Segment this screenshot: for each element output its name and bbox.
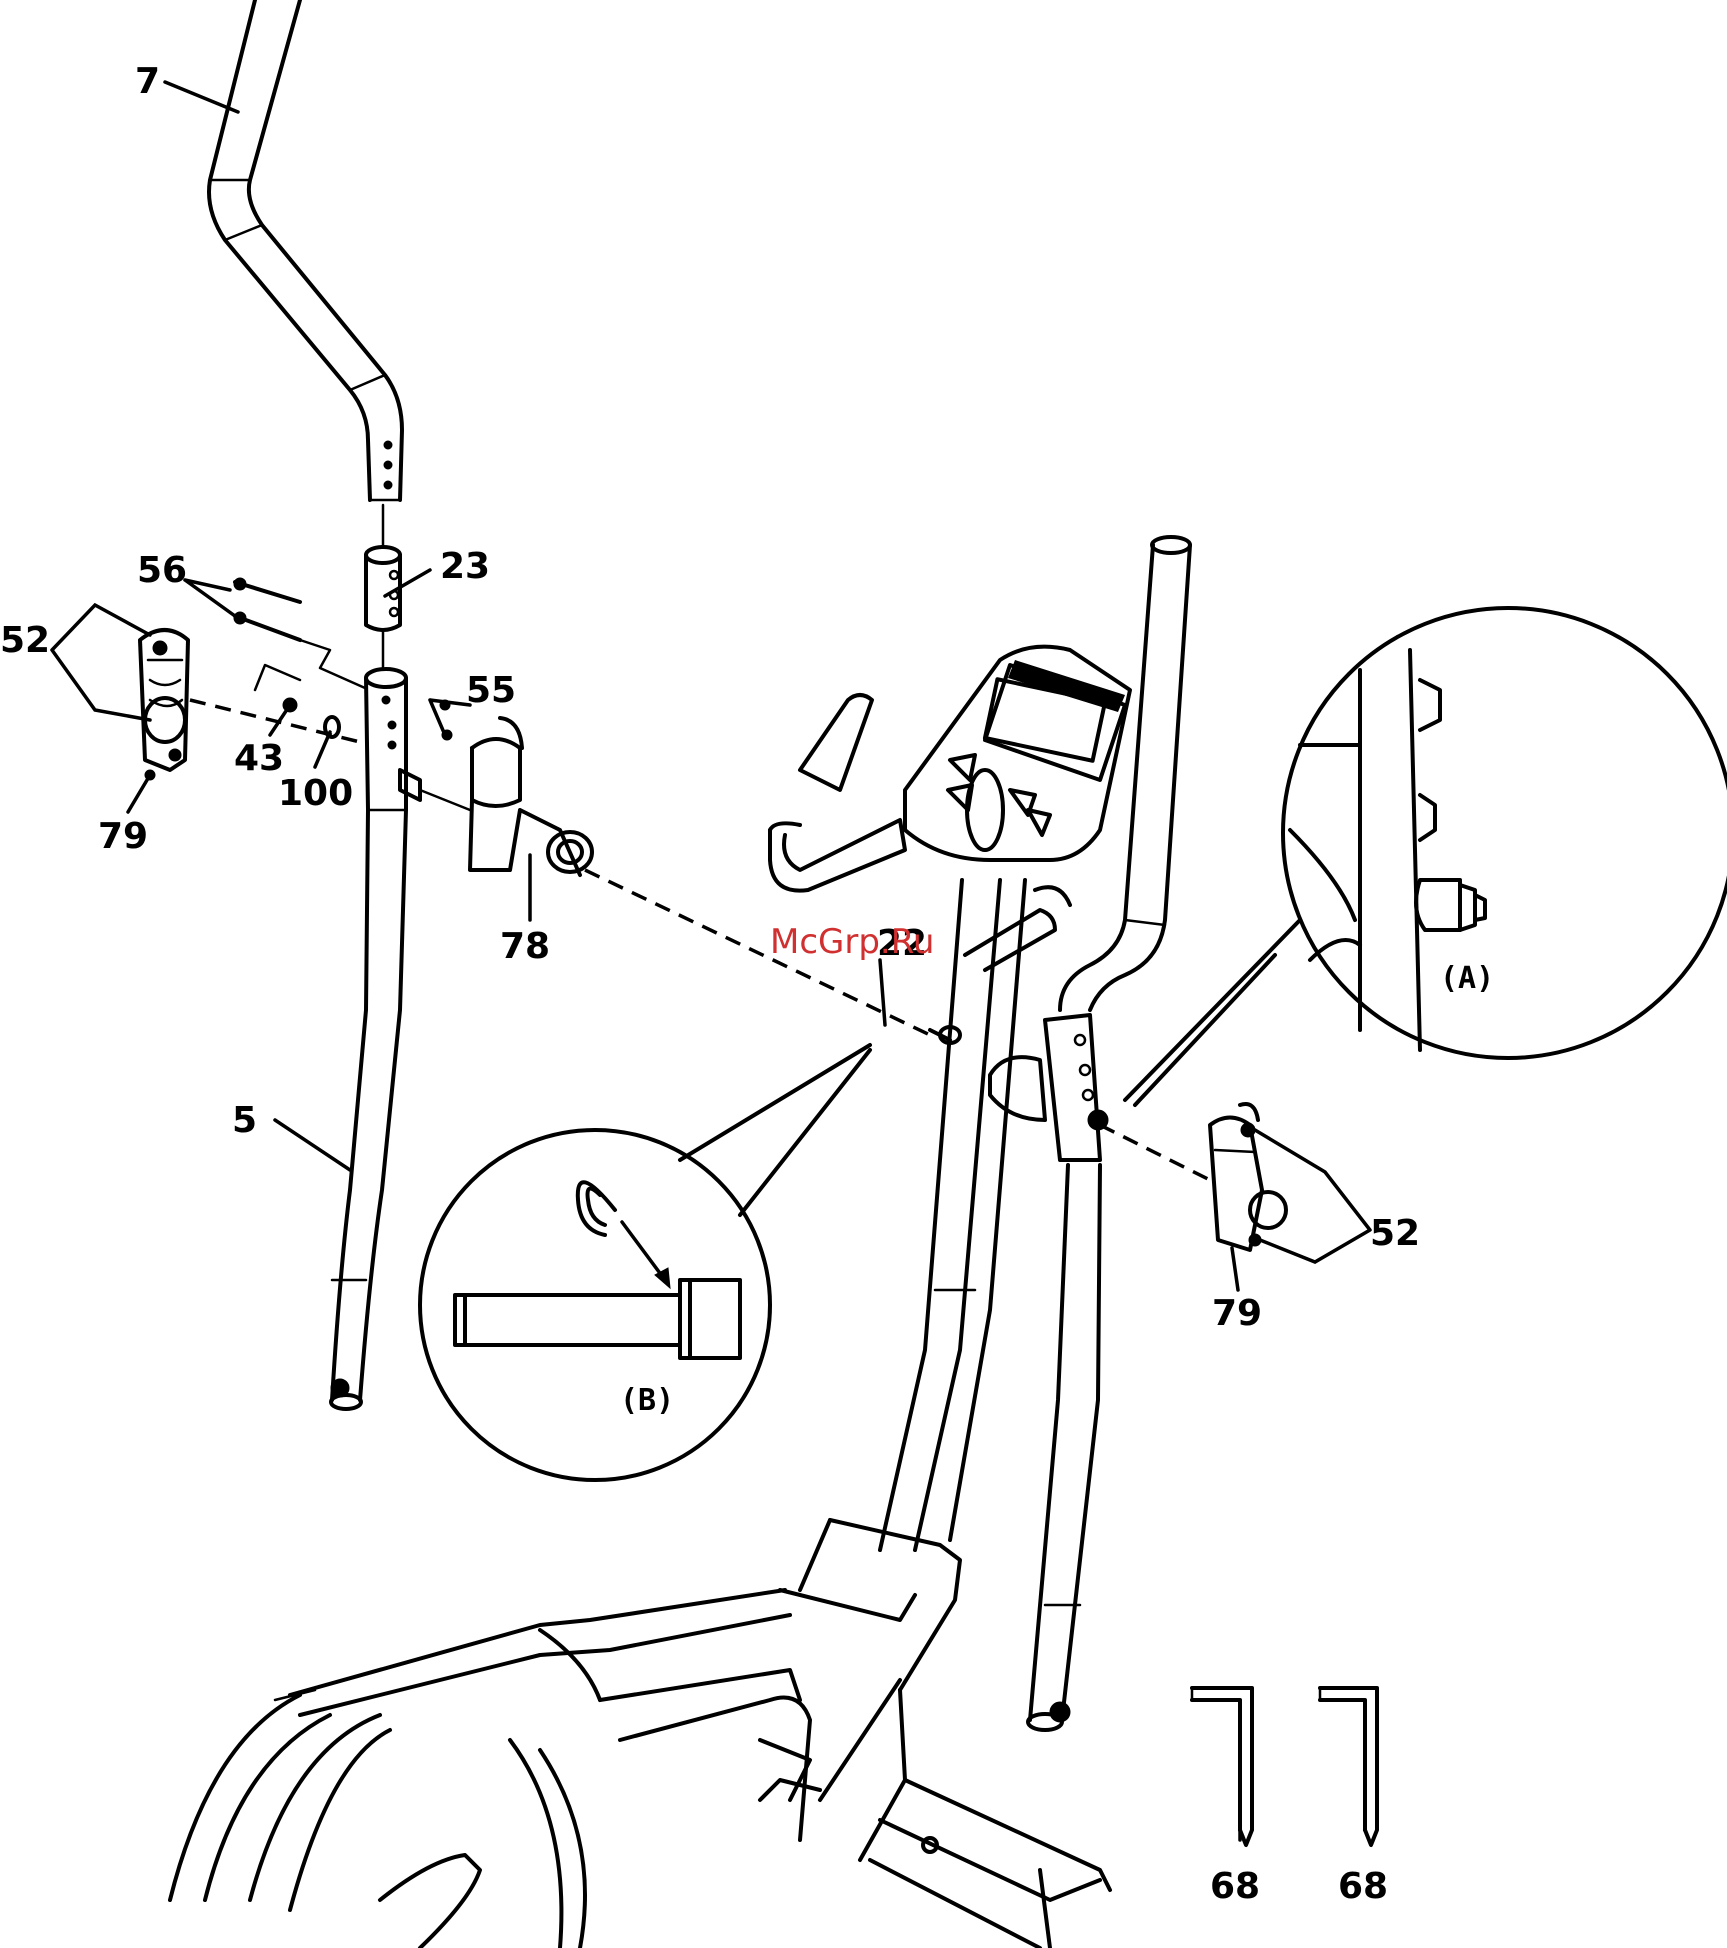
- end-cap-left-79: [140, 630, 188, 780]
- console-buttons: [948, 755, 1050, 835]
- callout-56: 56: [137, 550, 187, 591]
- lower-arm-right: [1028, 1165, 1100, 1730]
- callout-78: 78: [500, 926, 550, 967]
- allen-key-68-a: [1192, 1688, 1252, 1845]
- callout-52-right: 52: [1370, 1213, 1420, 1254]
- detail-a-inset: [1125, 608, 1727, 1105]
- main-frame-body: [170, 1520, 1110, 1948]
- end-cap-right-79: [1210, 1104, 1286, 1250]
- pivot-bracket-78: [400, 718, 592, 875]
- console-mast: [880, 880, 1025, 1550]
- bolts-56: [234, 578, 365, 688]
- callout-5: 5: [232, 1100, 257, 1141]
- callout-68-b: 68: [1338, 1866, 1388, 1907]
- callout-52-left: 52: [0, 620, 50, 661]
- callout-100: 100: [278, 773, 353, 814]
- sleeve-23: [366, 505, 400, 668]
- callout-68-a: 68: [1210, 1866, 1260, 1907]
- console-display-unit: [905, 647, 1130, 860]
- callout-43: 43: [234, 738, 284, 779]
- leader-lines: [52, 82, 1370, 1840]
- callout-55: 55: [466, 670, 516, 711]
- callout-23: 23: [440, 546, 490, 587]
- callout-7: 7: [135, 61, 160, 102]
- detail-b-label: (B): [620, 1383, 674, 1418]
- callout-79-left: 79: [98, 816, 148, 857]
- upper-handlebar-left-7: [209, 0, 402, 500]
- detail-a-label: (A): [1440, 961, 1494, 996]
- allen-key-68-b: [1320, 1688, 1377, 1845]
- callout-79-right: 79: [1212, 1293, 1262, 1334]
- watermark: McGrp.Ru: [770, 922, 934, 962]
